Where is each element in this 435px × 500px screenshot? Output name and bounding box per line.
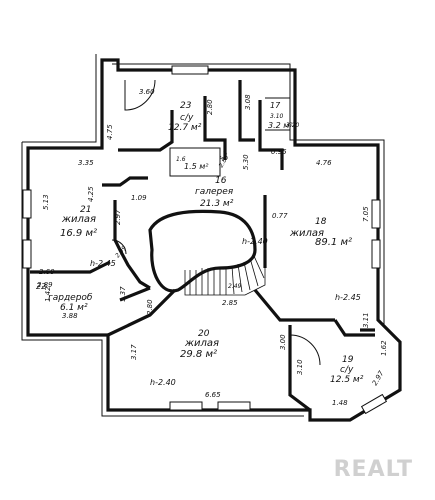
dim-label: 0.77 [272,212,288,220]
height-label: h-2.40 [242,237,268,246]
gallery-void-and-stair [148,209,266,296]
dim-label: 2.97 [114,209,122,225]
room-20-area: 29.8 м² [180,349,217,360]
small-label: 1.6 [176,156,186,163]
dim-label: 7.05 [362,206,370,222]
room-22-name: гардероб [48,293,93,303]
dim-label: 2.89 [37,281,53,289]
room-20-name: жилая [184,338,219,349]
dim-label: 3.88 [62,312,78,320]
room-19-name: с/у [340,365,354,375]
dim-label: 6.65 [205,391,221,399]
room-23-area: 12.7 м² [168,123,202,133]
room-20-number: 20 [198,329,210,339]
dim-label: 2.80 [146,299,154,315]
dim-label: 1.62 [380,340,388,356]
small-label: 3.20 [286,122,300,129]
small-label: 2.49 [228,283,242,290]
exterior-walls [21,54,402,422]
room-17-number: 17 [270,101,281,110]
dim-label: 0.95 [271,148,287,156]
dim-label: 2.85 [222,299,238,307]
dim-label: 4.75 [106,124,114,140]
dim-label: 3.00 [279,334,287,350]
dim-label: 5.30 [242,154,250,170]
room-16-name: галерея [195,187,234,197]
room-19-number: 19 [342,355,354,365]
room-21-name: жилая [61,214,96,225]
room-18-name: жилая [289,228,324,239]
dim-label: 3.17 [130,344,138,360]
dim-label: 3.10 [296,359,304,375]
small-label: 5.4 [219,150,230,162]
dim-label: 2.60 [39,268,55,276]
height-label: h-2.40 [150,378,176,387]
interior-walls [30,80,375,412]
room-16-area: 21.3 м² [200,199,234,209]
room-17-area: 3.2 м² [268,121,293,130]
dim-label: 1.09 [131,194,147,202]
door-swings [111,79,321,366]
room-22-number: 22 [36,282,46,291]
closet-area: 1.5 м² [184,162,209,171]
dim-label: 1.37 [119,286,127,302]
dim-label: 3.11 [362,312,370,328]
room-18-area: 89.1 м² [315,237,352,248]
height-label: h-2.45 [90,259,116,268]
small-closet [169,97,291,177]
dim-label: 2.80 [206,99,214,115]
dim-label: 4.76 [316,159,332,167]
room-18-number: 18 [315,217,327,227]
room-19-area: 12.5 м² [330,375,364,385]
windows [22,65,388,415]
dim-label: 3.08 [244,94,252,110]
dim-label: 1.42 [44,286,52,302]
dim-label: 4.25 [87,186,95,202]
watermark: REALT [333,457,413,482]
dim-label: 2.97 [371,369,386,387]
room-23-name: с/у [180,113,194,123]
room-16-number: 16 [215,176,227,186]
small-label: 3.10 [270,113,284,120]
dim-label: 3.35 [78,159,94,167]
height-labels: h-2.45 h-2.40 h-2.40 h-2.45 [90,237,361,387]
room-21-number: 21 [80,205,91,215]
room-22-area: 6.1 м² [60,303,88,313]
room-23-number: 23 [180,101,192,111]
room-21-area: 16.9 м² [60,228,97,239]
dim-label: 5.13 [42,194,50,210]
dim-label: 3.60 [139,88,155,96]
room-labels: 23 с/у 12.7 м² 21 жилая 16.9 м² 16 галер… [36,101,364,385]
dim-label: 1.48 [332,399,348,407]
dimension-labels: 3.60 4.75 2.80 3.08 3.35 5.13 4.25 1.09 … [37,88,388,407]
height-label: h-2.45 [335,293,361,302]
